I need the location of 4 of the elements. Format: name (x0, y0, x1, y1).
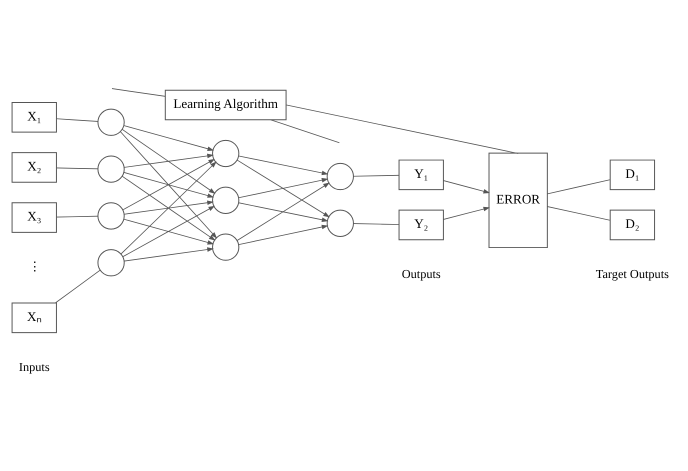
label: Outputs (402, 266, 441, 281)
label: Target Outputs (596, 266, 669, 281)
label: ⋮ (28, 260, 40, 274)
label: Inputs (18, 360, 50, 374)
